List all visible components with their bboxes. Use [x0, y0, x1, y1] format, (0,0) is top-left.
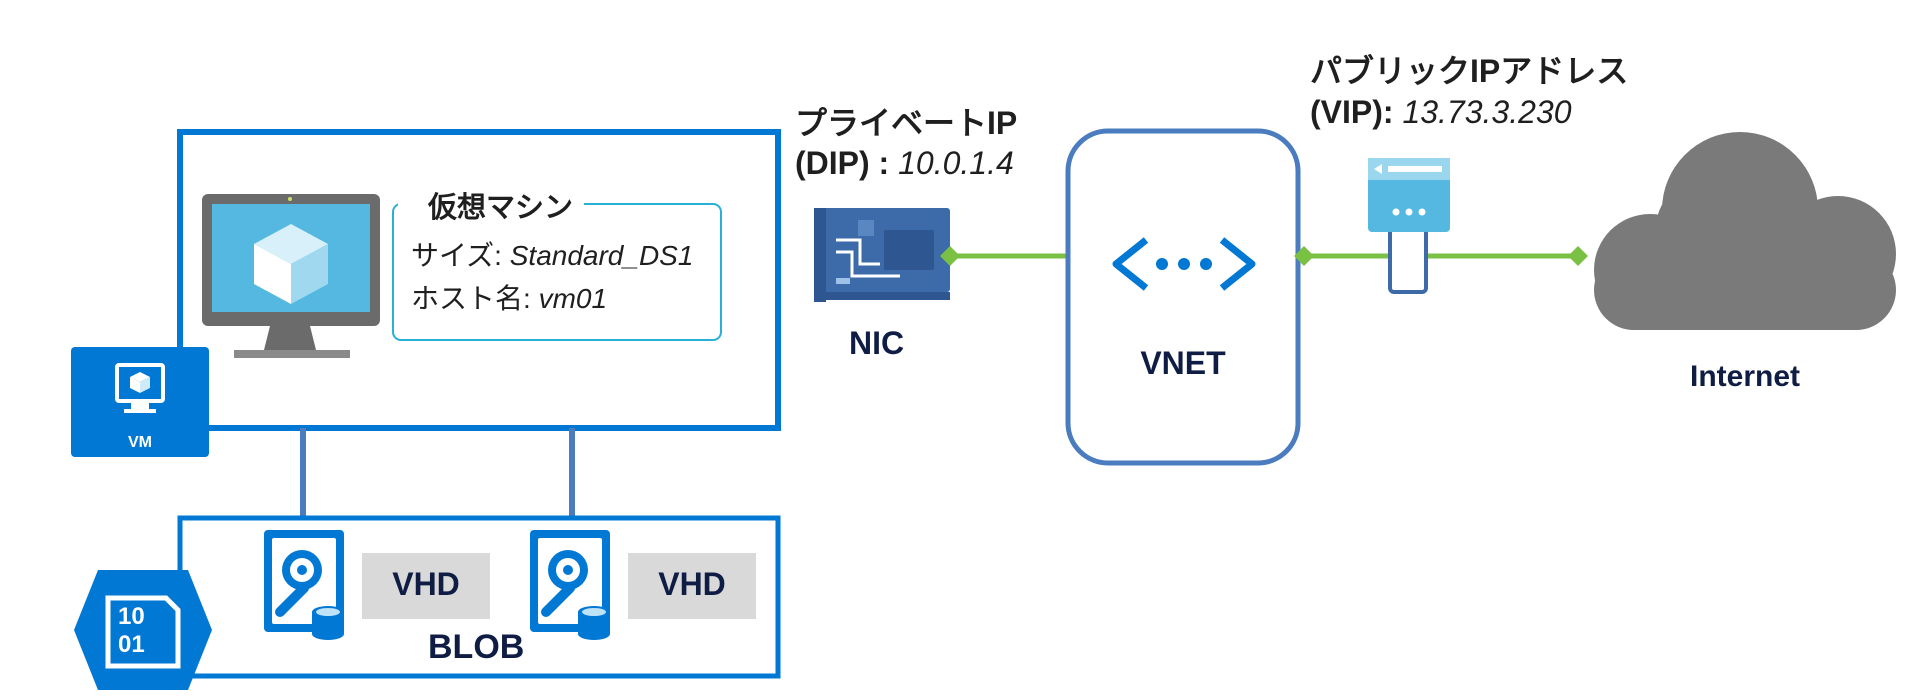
private-ip-line: (DIP) : 10.0.1.4 [795, 145, 1014, 182]
nic-card-icon [814, 208, 950, 302]
vhd-label-2: VHD [658, 566, 726, 602]
vnet-icon [1112, 237, 1256, 291]
public-ip-icon [1368, 158, 1450, 294]
vm-info-title: 仮想マシン [428, 192, 574, 224]
private-ip-title: プライベートIP [795, 105, 1018, 141]
vm-badge-label: VM [128, 434, 152, 451]
blob-icon-text-bottom: 01 [118, 631, 145, 658]
vm-host-label: ホスト名: [411, 283, 531, 314]
blob-icon-text-top: 10 [118, 603, 145, 630]
disk-icon-2 [530, 530, 610, 640]
private-ip-value: 10.0.1.4 [898, 145, 1014, 181]
public-ip-value: 13.73.3.230 [1402, 94, 1572, 130]
vm-size-value: Standard_DS1 [509, 240, 694, 271]
disk-icon-1 [264, 530, 344, 640]
vhd-label-1: VHD [392, 566, 460, 602]
internet-label: Internet [1690, 360, 1801, 393]
vhd-box-2 [628, 553, 756, 619]
public-ip-title: パブリックIPアドレス [1310, 53, 1629, 89]
blob-storage-icon [74, 570, 212, 690]
vm-frame [177, 129, 781, 431]
monitor-icon [202, 194, 380, 358]
vm-host-value: vm01 [538, 283, 608, 314]
vm-size-label: サイズ: [411, 240, 502, 271]
public-ip-label: (VIP): [1310, 94, 1394, 130]
vnet-label: VNET [1140, 345, 1226, 381]
vm-size-line: サイズ: Standard_DS1 [411, 234, 693, 274]
vnet-box [1065, 128, 1301, 466]
private-ip-label: (DIP) : [795, 145, 890, 181]
cloud-icon [1594, 132, 1896, 330]
vm-disk-connector-1 [300, 428, 306, 520]
nic-label: NIC [849, 325, 905, 361]
vm-badge-monitor-icon [115, 363, 165, 413]
blob-label: BLOB [428, 628, 525, 666]
vm-host-line: ホスト名: vm01 [411, 277, 607, 317]
vhd-box-1 [362, 553, 490, 619]
vm-disk-connector-2 [569, 428, 575, 520]
public-ip-line: (VIP): 13.73.3.230 [1310, 94, 1571, 131]
